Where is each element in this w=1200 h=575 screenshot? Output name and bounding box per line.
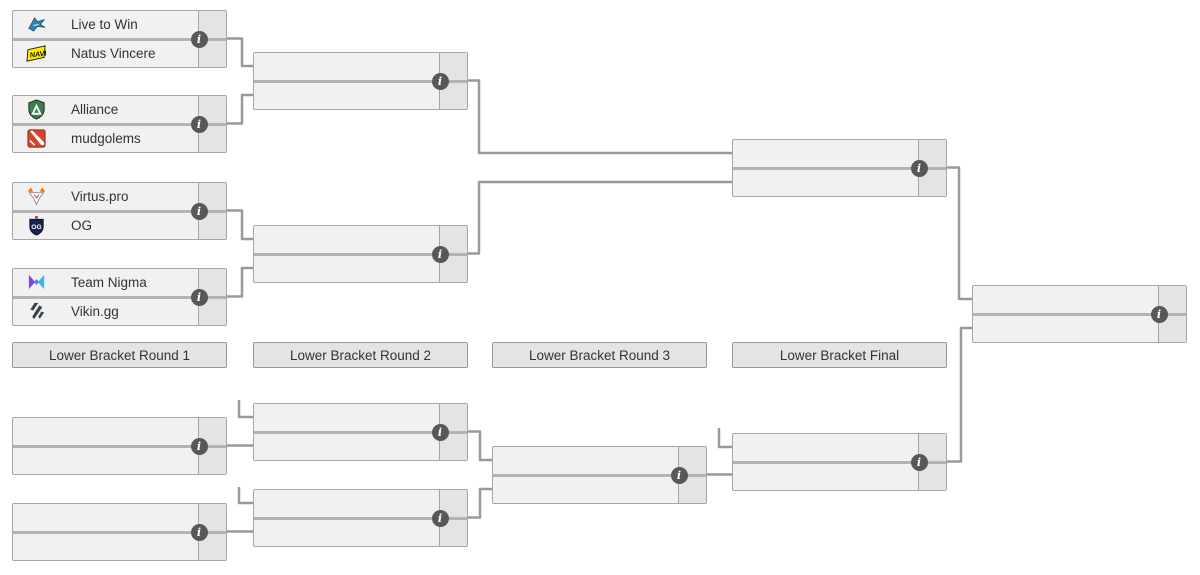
round-label-lower-bracket-final: Lower Bracket Final xyxy=(732,342,947,368)
team-slot-top: Team Nigma xyxy=(13,269,198,295)
vikin-gg-logo[interactable] xyxy=(26,301,47,322)
info-icon[interactable]: i xyxy=(670,466,688,484)
team-slot-bottom xyxy=(973,315,1158,341)
team-slot-top: Virtus.pro xyxy=(13,183,198,209)
match-ub-r1-m4: Team Nigma Vikin.gg i xyxy=(12,268,227,326)
info-icon[interactable]: i xyxy=(190,30,208,48)
team-slot-top xyxy=(254,226,439,252)
team-slot-top: Alliance xyxy=(13,96,198,122)
match-divider xyxy=(13,295,226,299)
team-slot-top: Live to Win xyxy=(13,11,198,37)
team-slot-top xyxy=(493,447,678,473)
team-name[interactable]: Natus Vincere xyxy=(71,45,156,61)
team-name[interactable]: Live to Win xyxy=(71,16,138,32)
team-name[interactable]: Team Nigma xyxy=(71,274,147,290)
mudgolems-logo[interactable] xyxy=(26,128,47,149)
match-divider xyxy=(493,473,706,477)
info-icon[interactable]: i xyxy=(1150,305,1168,323)
info-icon[interactable]: i xyxy=(190,437,208,455)
match-divider xyxy=(13,209,226,213)
info-icon[interactable]: i xyxy=(431,423,449,441)
team-name[interactable]: Vikin.gg xyxy=(71,303,119,319)
team-slot-top xyxy=(733,140,918,166)
virtus-pro-logo[interactable] xyxy=(26,186,47,207)
team-name[interactable]: mudgolems xyxy=(71,130,141,146)
match-ub-r1-m1: Live to Win NAVI Natus Vincere i xyxy=(12,10,227,68)
team-slot-bottom: OG OG xyxy=(13,212,198,238)
round-label-lower-bracket-round-3: Lower Bracket Round 3 xyxy=(492,342,707,368)
team-slot-bottom: mudgolems xyxy=(13,125,198,151)
team-slot-bottom xyxy=(13,447,198,473)
match-grand-final: i xyxy=(972,285,1187,343)
team-name[interactable]: Alliance xyxy=(71,101,119,117)
team-slot-bottom: NAVI Natus Vincere xyxy=(13,40,198,66)
team-slot-bottom xyxy=(254,433,439,459)
info-icon[interactable]: i xyxy=(431,245,449,263)
team-slot-bottom xyxy=(493,476,678,502)
match-divider xyxy=(13,530,226,534)
navi-logo[interactable]: NAVI xyxy=(26,43,47,64)
match-divider xyxy=(733,460,946,464)
team-slot-bottom xyxy=(254,255,439,281)
round-label-lower-bracket-round-2: Lower Bracket Round 2 xyxy=(253,342,468,368)
team-slot-bottom: Vikin.gg xyxy=(13,298,198,324)
svg-text:OG: OG xyxy=(31,223,41,230)
match-lb-r2-m1: i xyxy=(253,403,468,461)
team-slot-bottom xyxy=(733,169,918,195)
match-ub-final: i xyxy=(732,139,947,197)
info-icon[interactable]: i xyxy=(190,115,208,133)
team-slot-top xyxy=(973,286,1158,312)
match-lb-r1-m2: i xyxy=(12,503,227,561)
match-divider xyxy=(733,166,946,170)
info-icon[interactable]: i xyxy=(910,453,928,471)
match-ub-r1-m2: Alliance mudgolems i xyxy=(12,95,227,153)
team-slot-top xyxy=(733,434,918,460)
match-lb-r1-m1: i xyxy=(12,417,227,475)
match-ub-r1-m3: Virtus.pro OG OG i xyxy=(12,182,227,240)
team-name[interactable]: Virtus.pro xyxy=(71,188,129,204)
team-nigma-logo[interactable] xyxy=(26,272,47,293)
team-slot-top xyxy=(254,53,439,79)
alliance-logo[interactable] xyxy=(26,98,47,120)
match-ub-r2-m1: i xyxy=(253,52,468,110)
team-slot-bottom xyxy=(254,82,439,108)
team-slot-top xyxy=(13,418,198,444)
team-name[interactable]: OG xyxy=(71,217,93,233)
match-lb-final: i xyxy=(732,433,947,491)
team-slot-top xyxy=(254,490,439,516)
match-divider xyxy=(254,430,467,434)
match-divider xyxy=(254,79,467,83)
match-ub-r2-m2: i xyxy=(253,225,468,283)
info-icon[interactable]: i xyxy=(190,523,208,541)
team-slot-bottom xyxy=(733,463,918,489)
live-to-win-logo[interactable] xyxy=(26,14,47,35)
match-divider xyxy=(254,516,467,520)
svg-text:NAVI: NAVI xyxy=(29,49,47,59)
match-lb-r3: i xyxy=(492,446,707,504)
og-logo[interactable]: OG xyxy=(26,215,47,236)
match-divider xyxy=(973,312,1186,316)
team-slot-top xyxy=(254,404,439,430)
match-divider xyxy=(254,252,467,256)
info-icon[interactable]: i xyxy=(910,159,928,177)
match-divider xyxy=(13,37,226,41)
match-divider xyxy=(13,444,226,448)
info-icon[interactable]: i xyxy=(431,72,449,90)
team-slot-top xyxy=(13,504,198,530)
info-icon[interactable]: i xyxy=(190,288,208,306)
info-icon[interactable]: i xyxy=(431,509,449,527)
team-slot-bottom xyxy=(13,533,198,559)
match-divider xyxy=(13,122,226,126)
team-slot-bottom xyxy=(254,519,439,545)
info-icon[interactable]: i xyxy=(190,202,208,220)
round-label-lower-bracket-round-1: Lower Bracket Round 1 xyxy=(12,342,227,368)
match-lb-r2-m2: i xyxy=(253,489,468,547)
